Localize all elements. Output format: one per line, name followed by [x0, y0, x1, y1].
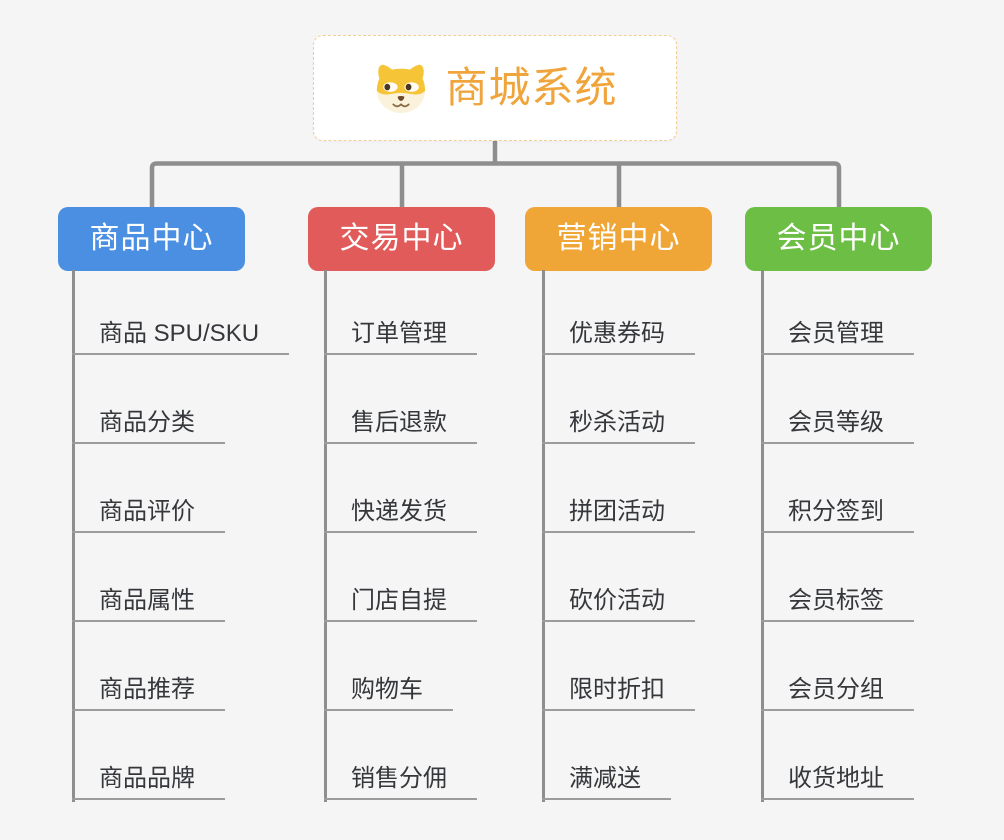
leaf-topic-goods-brand[interactable]: 商品品牌: [72, 746, 225, 800]
branch-children-line: [761, 270, 764, 802]
leaf-topic-goods-attribute[interactable]: 商品属性: [72, 568, 225, 622]
leaf-topic-order-management[interactable]: 订单管理: [324, 301, 477, 355]
branch-topic-goods-center[interactable]: 商品中心: [58, 207, 245, 271]
branch-children-line: [324, 270, 327, 802]
leaf-topic-group-buy[interactable]: 拼团活动: [542, 479, 695, 533]
leaf-topic-sales-commission[interactable]: 销售分佣: [324, 746, 477, 800]
leaf-topic-points-checkin[interactable]: 积分签到: [761, 479, 914, 533]
leaf-topic-limited-time-discount[interactable]: 限时折扣: [542, 657, 695, 711]
root-topic[interactable]: 商城系统: [313, 35, 677, 141]
leaf-topic-goods-category[interactable]: 商品分类: [72, 390, 225, 444]
leaf-topic-coupon-code[interactable]: 优惠券码: [542, 301, 695, 355]
leaf-topic-member-management[interactable]: 会员管理: [761, 301, 914, 355]
branch-topic-trade-center[interactable]: 交易中心: [308, 207, 495, 271]
leaf-topic-member-tag[interactable]: 会员标签: [761, 568, 914, 622]
branch-topic-marketing-center[interactable]: 营销中心: [525, 207, 712, 271]
leaf-topic-aftersale-refund[interactable]: 售后退款: [324, 390, 477, 444]
leaf-topic-goods-recommend[interactable]: 商品推荐: [72, 657, 225, 711]
leaf-topic-member-group[interactable]: 会员分组: [761, 657, 914, 711]
shiba-dog-icon: [377, 64, 426, 114]
branch-children-line: [542, 270, 545, 802]
leaf-topic-flash-sale[interactable]: 秒杀活动: [542, 390, 695, 444]
leaf-topic-member-level[interactable]: 会员等级: [761, 390, 914, 444]
leaf-topic-goods-review[interactable]: 商品评价: [72, 479, 225, 533]
leaf-topic-shopping-cart[interactable]: 购物车: [324, 657, 453, 711]
leaf-topic-express-delivery[interactable]: 快递发货: [324, 479, 477, 533]
leaf-topic-shipping-address[interactable]: 收货地址: [761, 746, 914, 800]
leaf-topic-goods-spu-sku[interactable]: 商品 SPU/SKU: [72, 301, 290, 355]
root-topic-label: 商城系统: [445, 64, 618, 111]
leaf-topic-bargain-activity[interactable]: 砍价活动: [542, 568, 695, 622]
leaf-topic-store-pickup[interactable]: 门店自提: [324, 568, 477, 622]
branch-children-line: [72, 270, 75, 802]
branch-topic-member-center[interactable]: 会员中心: [745, 207, 932, 271]
leaf-topic-spend-and-save[interactable]: 满减送: [542, 746, 671, 800]
